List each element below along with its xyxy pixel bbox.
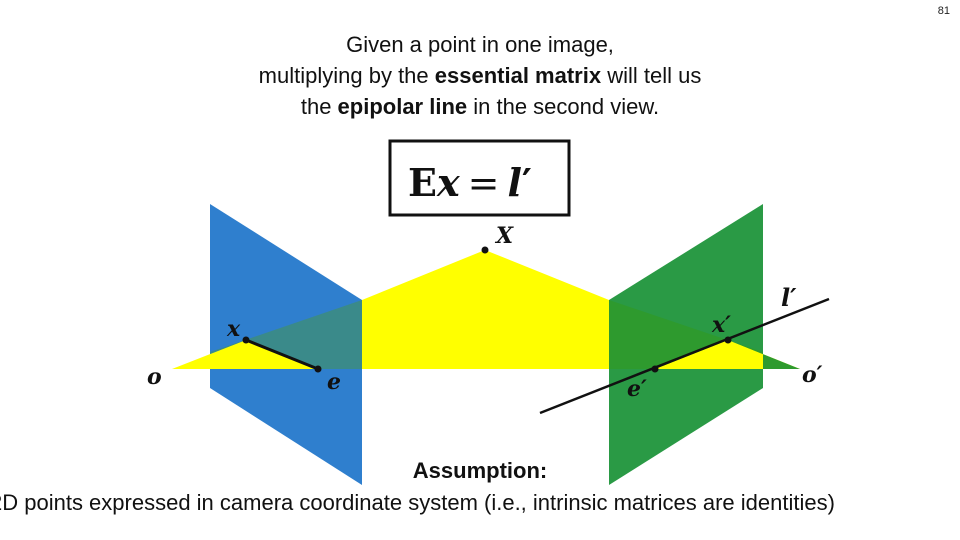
label-o: o: [147, 364, 162, 390]
label-e: e: [327, 369, 341, 395]
title-epipolar-line: epipolar line: [337, 94, 468, 119]
point-e: [314, 365, 322, 373]
assumption-text: 2D points expressed in camera coordinate…: [0, 490, 835, 515]
left-plane-overlap: [210, 300, 362, 369]
slide-title: Given a point in one image, multiplying …: [180, 29, 780, 122]
equation-prime: ′: [522, 160, 532, 205]
title-line-1: Given a point in one image,: [346, 32, 614, 57]
label-e-prime: e′: [627, 376, 647, 402]
point-X: [481, 246, 489, 254]
point-x: [242, 336, 250, 344]
right-plane-overlap: [609, 300, 800, 369]
label-l-prime: l′: [781, 283, 797, 312]
epipolar-line-l-prime: [539, 297, 830, 415]
equation-equals: =: [468, 161, 500, 205]
label-X: X: [494, 223, 514, 249]
equation-l: l: [507, 160, 521, 205]
title-line-2: multiplying by the essential matrix will…: [180, 60, 780, 91]
title-line-3: the epipolar line in the second view.: [180, 91, 780, 122]
label-o-prime: o′: [802, 362, 823, 388]
label-x: x: [226, 316, 241, 342]
title-line-2-pre: multiplying by the: [258, 63, 435, 88]
title-line-2-post: will tell us: [601, 63, 702, 88]
title-essential-matrix: essential matrix: [434, 63, 602, 88]
title-line-3-pre: the: [300, 94, 338, 119]
assumption-block: Assumption: 2D points expressed in camer…: [0, 455, 960, 515]
left-epipolar-segment: [245, 338, 319, 371]
equation-box: [388, 139, 571, 217]
epipolar-plane: [362, 250, 609, 369]
equation-x: x: [436, 160, 461, 205]
epipolar-plane-left-sliver: [172, 340, 318, 369]
page-number: 81: [937, 5, 950, 17]
title-line-3-post: in the second view.: [467, 94, 660, 119]
point-x-prime: [724, 336, 732, 344]
point-e-prime: [651, 365, 659, 373]
label-x-prime: x′: [711, 312, 731, 338]
equation: Ex=l′: [408, 160, 532, 205]
equation-E: E: [408, 160, 437, 205]
assumption-heading: Assumption:: [412, 458, 548, 483]
